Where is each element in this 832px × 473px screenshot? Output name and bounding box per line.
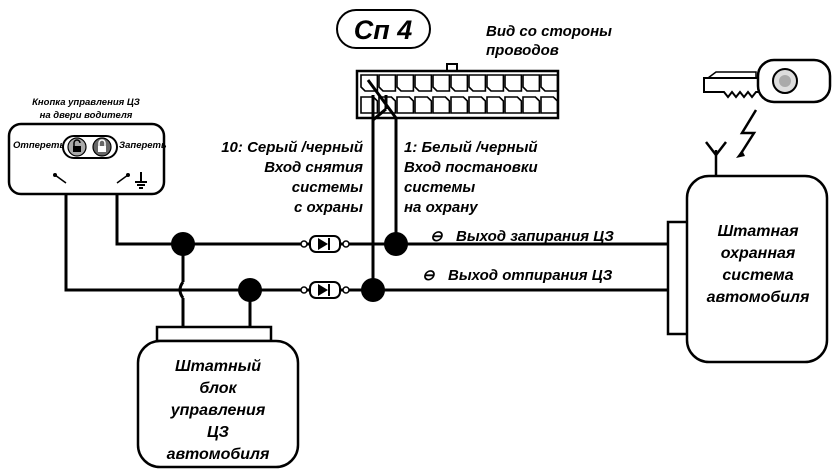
connector-pin-cell (486, 74, 505, 92)
unlock-output-text: Выход отпирания ЦЗ (448, 267, 613, 284)
diode-unlock (300, 281, 350, 299)
cl-unit-line-3: управления (170, 402, 266, 419)
cl-unit-line-1: Штатный (175, 358, 261, 375)
wire-10-line-4: с охраны (294, 199, 363, 216)
unlock-icon (67, 137, 87, 157)
radio-signal-icon (738, 109, 758, 156)
diode-lock (300, 235, 350, 253)
antenna-icon (705, 141, 727, 176)
wire-10-line-2: Вход снятия (264, 159, 363, 176)
lock-icon (92, 137, 112, 157)
connector-block (355, 63, 560, 120)
cl-unit-connector (155, 325, 273, 343)
view-caption-line-1: Вид со стороны (486, 23, 612, 40)
unlock-output-label: ⊖ Выход отпирания ЦЗ (422, 267, 613, 284)
button-panel-title-2: на двери водителя (40, 110, 133, 121)
connector-label-text: Сп 4 (354, 15, 413, 45)
door-button-panel: Кнопка управления ЦЗ на двери водителя О… (7, 97, 167, 196)
lock-output-minus: ⊖ (430, 228, 443, 245)
unlock-label: Отпереть (13, 140, 65, 151)
connector-pin-cell (468, 74, 487, 92)
central-lock-unit: Штатный блок управления ЦЗ автомобиля (136, 325, 300, 469)
connector-pin-cell (468, 96, 487, 114)
connector-pin-cell (396, 74, 415, 92)
wire-1-label: 1: Белый /черный Вход постановки системы… (404, 139, 538, 216)
connector-pin-cell (486, 96, 505, 114)
wire-1-line-4: на охрану (404, 199, 478, 216)
unlock-output-minus: ⊖ (422, 267, 435, 284)
connector-pin-cell (504, 74, 523, 92)
cl-unit-line-5: автомобиля (167, 446, 270, 463)
connector-pin-cell (540, 96, 559, 114)
connector-pin-cell (396, 96, 415, 114)
wire-10-label: 10: Серый /черный Вход снятия системы с … (221, 139, 363, 216)
cl-unit-line-4: ЦЗ (207, 424, 229, 441)
wire-10-line-1: 10: Серый /черный (221, 139, 363, 156)
cl-unit-line-2: блок (199, 380, 237, 397)
connector-pin-cell (360, 96, 379, 114)
junction-lock-pin1 (384, 232, 408, 256)
alarm-line-3: система (722, 267, 793, 284)
lock-label: Запереть (119, 140, 167, 151)
junction-unlock-pin10 (361, 278, 385, 302)
wire-10-line-3: системы (292, 179, 363, 196)
wire-1-line-3: системы (404, 179, 475, 196)
connector-pin-cell (432, 96, 451, 114)
lock-output-text: Выход запирания ЦЗ (456, 228, 614, 245)
connector-pin-cell (450, 96, 469, 114)
connector-pin-cell (522, 74, 541, 92)
connector-pin-cell (540, 74, 559, 92)
connector-pins (360, 74, 559, 114)
wire-1-line-1: 1: Белый /черный (404, 139, 538, 156)
connector-pin-cell (414, 96, 433, 114)
wire-pin-10-bend-b (372, 107, 387, 122)
key-fob-icon (703, 58, 832, 104)
wire-crossover (178, 281, 185, 299)
alarm-body (685, 174, 829, 364)
cl-unit-body (136, 339, 300, 469)
wire-pin-1-bend (366, 79, 398, 119)
alarm-line-1: Штатная (718, 223, 800, 240)
lock-output-line (115, 183, 668, 246)
alarm-line-4: автомобиля (707, 289, 810, 306)
connector-pin-cell (378, 74, 397, 92)
unlock-output-line (64, 183, 668, 292)
factory-alarm-system: Штатная охранная система автомобиля (666, 109, 829, 364)
connector-pin-cell (450, 74, 469, 92)
lock-output-label: ⊖ Выход запирания ЦЗ (430, 228, 614, 245)
connector-pin-cell (432, 74, 451, 92)
button-panel-title-1: Кнопка управления ЦЗ (32, 97, 140, 108)
alarm-connector (666, 220, 690, 336)
connector-label-frame (336, 9, 431, 49)
alarm-line-2: охранная (721, 245, 796, 262)
connector-pin-cell (414, 74, 433, 92)
wire-1-line-2: Вход постановки (404, 159, 538, 176)
connector-label: Сп 4 (336, 9, 431, 49)
connector-pin-cell (522, 96, 541, 114)
view-caption-line-2: проводов (486, 42, 559, 59)
connector-pin-cell (504, 96, 523, 114)
